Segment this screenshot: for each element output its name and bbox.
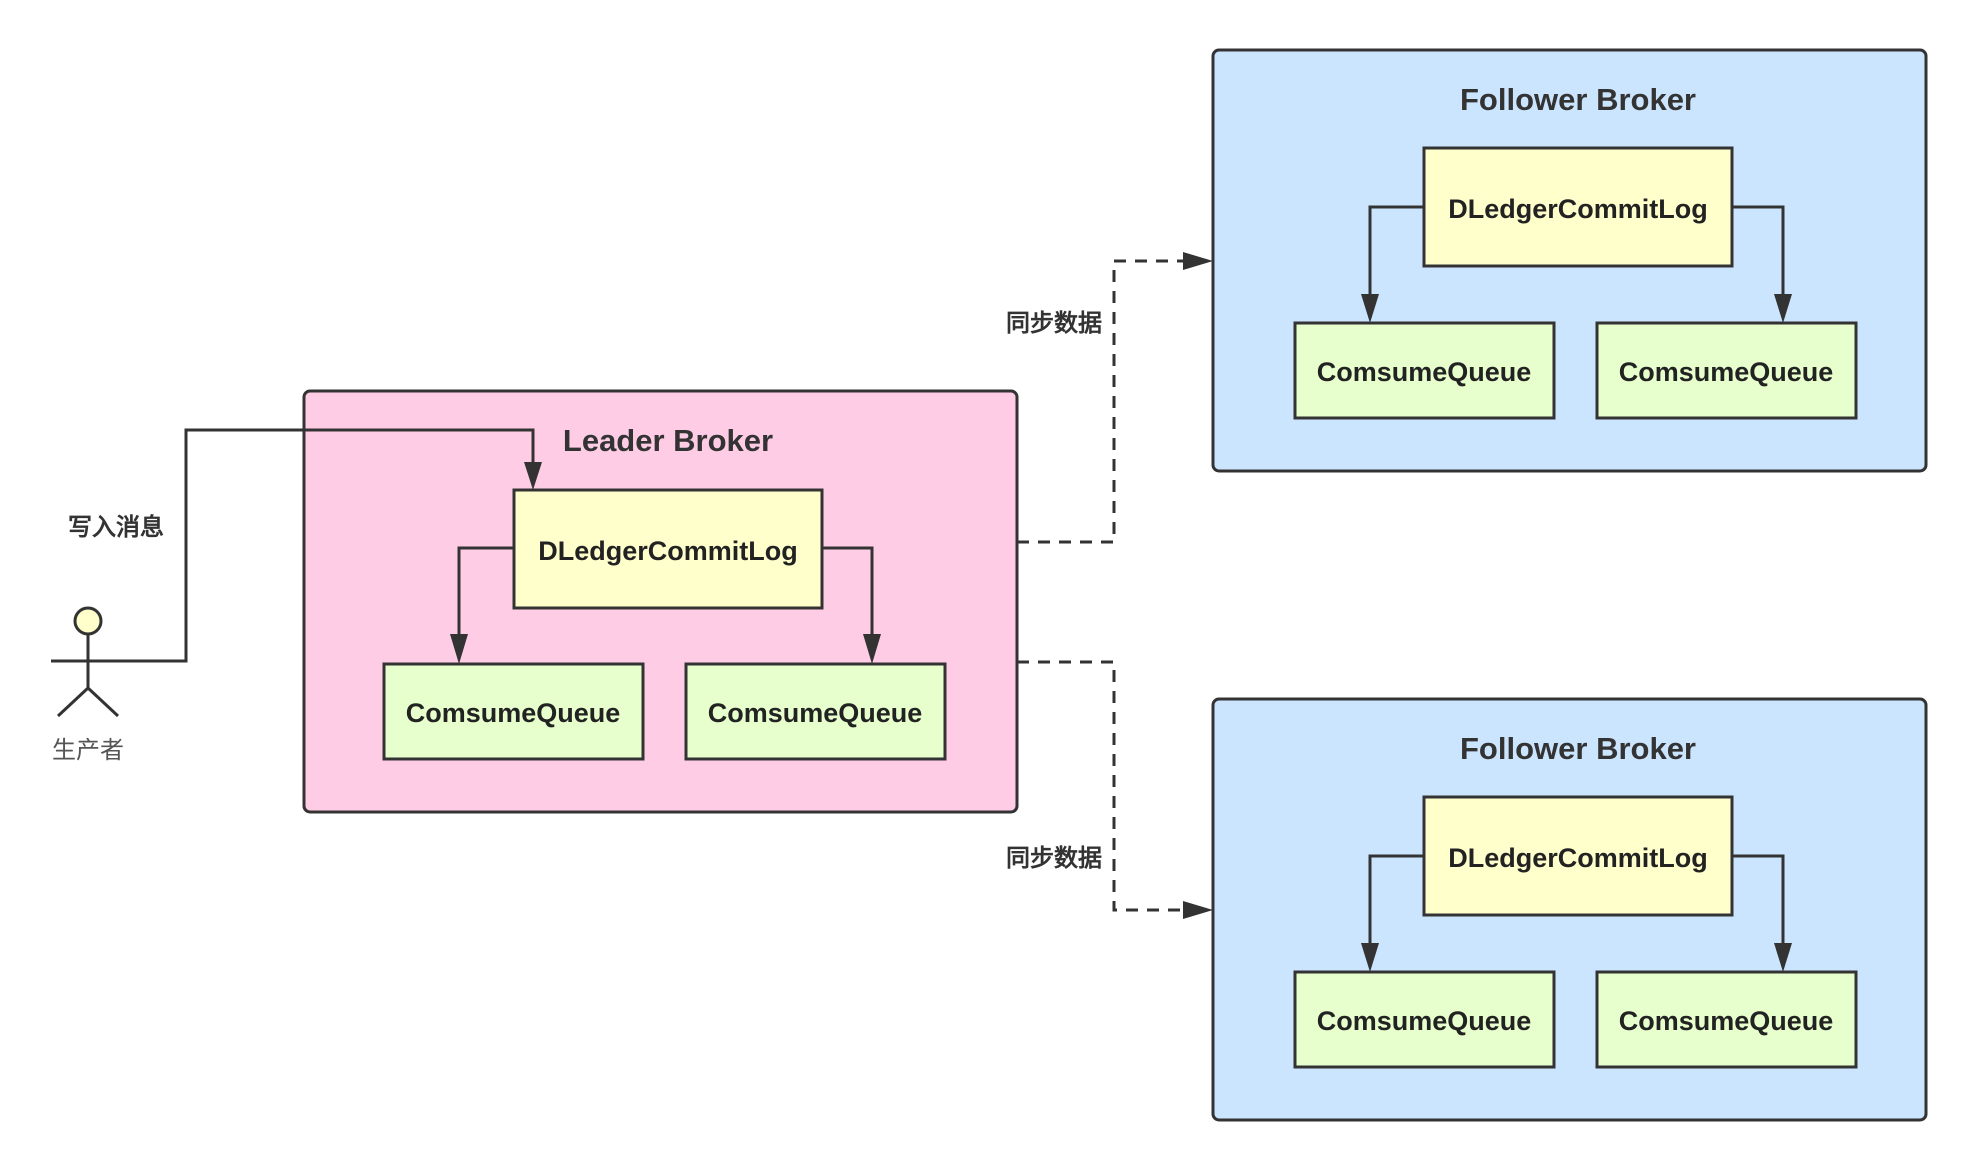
- actor-head-icon: [73, 606, 103, 636]
- sync-edge-bottom: 同步数据: [1006, 660, 1213, 919]
- follower-broker-top: Follower Broker DLedgerCommitLog Comsume…: [1211, 48, 1928, 473]
- arrow-down-icon: [450, 634, 468, 664]
- follower-bottom-commit-log: [1422, 795, 1734, 917]
- sync-label-top: 同步数据: [1006, 309, 1102, 337]
- follower-top-queue-right: [1595, 321, 1858, 420]
- sync-label-bottom: 同步数据: [1006, 844, 1102, 872]
- write-message-edge: 写入消息: [68, 428, 542, 663]
- leader-queue-left-label: ComsumeQueue: [406, 698, 621, 728]
- arrow-right-icon: [1183, 252, 1213, 270]
- follower-bottom-queue-left: [1293, 970, 1556, 1069]
- leader-broker-title: Leader Broker: [563, 423, 773, 458]
- producer-actor: 生产者: [51, 606, 125, 764]
- follower-bottom-queue-right-label: ComsumeQueue: [1619, 1006, 1834, 1036]
- write-message-label: 写入消息: [68, 513, 164, 541]
- follower-top-log-to-queue-right-edge: [1732, 205, 1785, 298]
- follower-bottom-log-to-queue-right-edge: [1732, 854, 1785, 947]
- sync-edge-top: 同步数据: [1006, 252, 1213, 544]
- leader-queue-right-label: ComsumeQueue: [708, 698, 923, 728]
- follower-broker-bottom: Follower Broker DLedgerCommitLog Comsume…: [1211, 697, 1928, 1122]
- follower-top-title: Follower Broker: [1460, 82, 1696, 117]
- leader-log-to-queue-left-edge: [457, 546, 514, 640]
- leader-log-to-queue-right-edge: [822, 546, 874, 640]
- producer-label: 生产者: [52, 736, 124, 764]
- follower-bottom-log-to-queue-left-edge: [1368, 854, 1424, 947]
- follower-top-queue-left-label: ComsumeQueue: [1317, 357, 1532, 387]
- follower-top-queue-right-label: ComsumeQueue: [1619, 357, 1834, 387]
- arrow-down-icon: [524, 462, 542, 490]
- follower-bottom-queue-left-label: ComsumeQueue: [1317, 1006, 1532, 1036]
- follower-bottom-queue-right: [1595, 970, 1858, 1069]
- arrow-down-icon: [1361, 943, 1379, 972]
- follower-top-commit-log-label: DLedgerCommitLog: [1448, 194, 1708, 224]
- arrow-down-icon: [863, 634, 881, 664]
- follower-bottom-title: Follower Broker: [1460, 731, 1696, 766]
- leader-commit-log: [512, 488, 824, 610]
- leader-broker: Leader Broker DLedgerCommitLog ComsumeQu…: [302, 389, 1019, 814]
- leader-commit-log-label: DLedgerCommitLog: [538, 536, 798, 566]
- leader-queue-left: [382, 662, 645, 761]
- arrow-right-icon: [1183, 901, 1213, 919]
- leader-queue-right: [684, 662, 947, 761]
- follower-top-log-to-queue-left-edge: [1368, 205, 1424, 298]
- arrow-down-icon: [1774, 294, 1792, 323]
- arrow-down-icon: [1774, 943, 1792, 972]
- arrow-down-icon: [1361, 294, 1379, 323]
- follower-bottom-commit-log-label: DLedgerCommitLog: [1448, 843, 1708, 873]
- follower-top-queue-left: [1293, 321, 1556, 420]
